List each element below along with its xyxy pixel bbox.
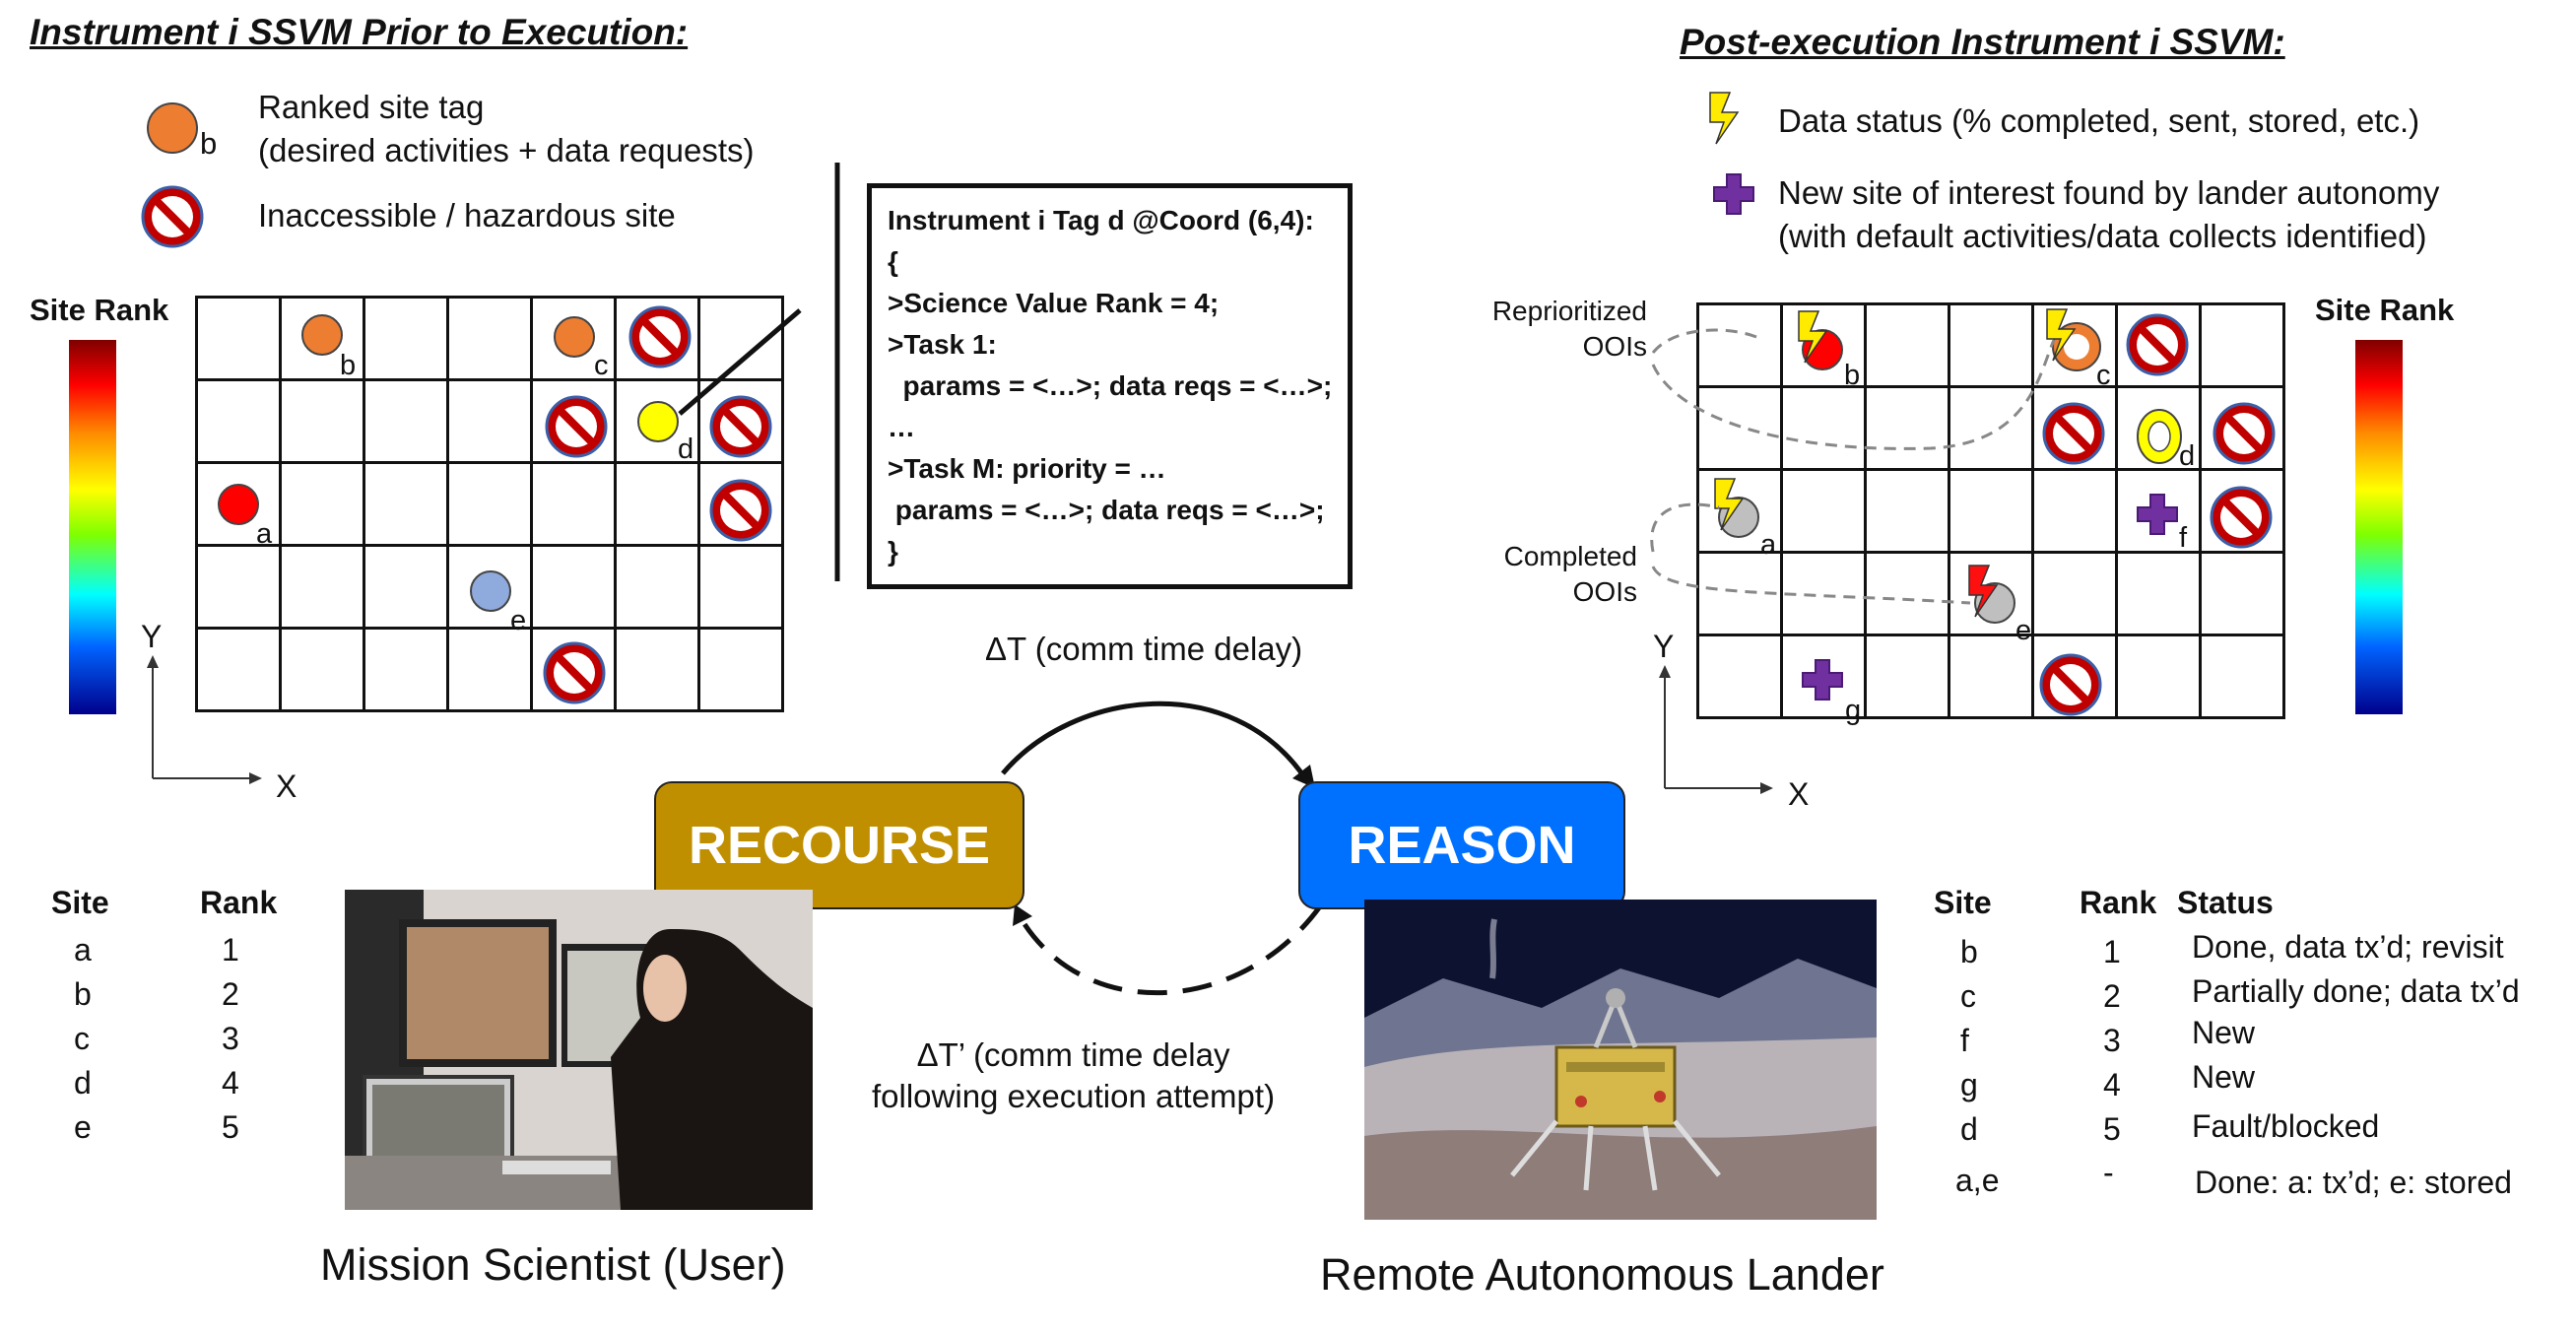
right-table-cell: d	[1960, 1111, 1978, 1147]
site-grid-left	[195, 296, 784, 712]
delay-bottom-label: ΔT’ (comm time delay following execution…	[872, 1036, 1276, 1114]
site-label-a: a	[1760, 529, 1777, 561]
right-table-cell: 4	[2103, 1067, 2121, 1102]
right-table-cell: a,e	[1955, 1163, 2000, 1198]
right-panel-title: Post-execution Instrument i SSVM:	[1680, 22, 2285, 62]
reason-box: REASON	[1298, 781, 1625, 909]
site-grid-right	[1696, 302, 2285, 719]
site-rank-label-right: Site Rank	[2315, 293, 2455, 327]
site-label-b: b	[1844, 360, 1861, 391]
right-table-header-rank: Rank	[2080, 885, 2157, 920]
callout-line	[678, 308, 802, 416]
left-table-cell: 4	[222, 1065, 239, 1101]
left-table-cell: c	[74, 1021, 90, 1056]
right-table-cell: f	[1960, 1023, 1969, 1058]
right-table-cell: b	[1960, 934, 1978, 969]
site-b-marker	[301, 314, 343, 356]
left-table-cell: 3	[222, 1021, 239, 1056]
site-rank-colorbar-left	[69, 340, 116, 714]
legend-inaccessible-label: Inaccessible / hazardous site	[258, 197, 676, 234]
legend-data-status-label: Data status (% completed, sent, stored, …	[1778, 102, 2420, 139]
legend-ranked-tag-desc: (desired activities + data requests)	[258, 132, 755, 168]
recourse-box: RECOURSE	[654, 781, 1024, 909]
code-line: }	[888, 536, 898, 567]
left-table-cell: d	[74, 1065, 92, 1101]
site-label-c: c	[2096, 360, 2111, 391]
remote-lander-image	[1364, 900, 1877, 1220]
code-line: …	[888, 412, 915, 442]
site-c-marker	[554, 316, 595, 358]
code-line: Instrument i Tag d @Coord (6,4):	[888, 205, 1314, 235]
right-table-cell: New	[2192, 1059, 2256, 1095]
site-label-e: e	[2015, 615, 2032, 646]
site-label-c: c	[594, 350, 609, 381]
left-table-header-site: Site	[51, 885, 109, 920]
code-line: params = <…>; data reqs = <…>;	[888, 370, 1333, 401]
site-a-marker	[218, 484, 259, 525]
delay-top-label: ΔT (comm time delay)	[985, 631, 1303, 667]
site-label-f: f	[2179, 522, 2188, 554]
axis-y-right: Y	[1653, 629, 1675, 664]
right-table-cell: Done, data tx’d; revisit	[2192, 929, 2504, 965]
left-table-cell: 2	[222, 976, 239, 1012]
site-label-d: d	[678, 434, 694, 465]
legend-new-site-label: New site of interest found by lander aut…	[1778, 174, 2440, 211]
completed-oois-label: Completed OOIs	[1503, 541, 1637, 607]
legend-new-site-desc: (with default activities/data collects i…	[1778, 218, 2427, 254]
left-table-cell: a	[74, 932, 92, 968]
caption-remote-lander: Remote Autonomous Lander	[1320, 1249, 1884, 1300]
right-table-cell: New	[2192, 1015, 2256, 1050]
tag-code-box: Instrument i Tag d @Coord (6,4): { >Scienc…	[867, 183, 1354, 589]
site-rank-label-left: Site Rank	[30, 293, 169, 327]
right-table-cell: Partially done; data tx’d	[2192, 973, 2520, 1009]
site-e-marker	[470, 570, 511, 612]
left-table-cell: b	[74, 976, 92, 1012]
site-label-e: e	[510, 605, 527, 636]
right-table-cell: Done: a: tx’d; e: stored	[2195, 1165, 2512, 1200]
legend-tag-letter: b	[200, 126, 218, 161]
right-table-cell: Fault/blocked	[2192, 1108, 2380, 1144]
code-line: >Task 1:	[888, 329, 997, 360]
right-table-header-status: Status	[2177, 885, 2274, 920]
right-table-cell: 5	[2103, 1111, 2121, 1147]
right-table-cell: c	[1960, 978, 1976, 1014]
site-label-g: g	[1845, 695, 1862, 726]
right-table-cell: 2	[2103, 978, 2121, 1014]
left-table-cell: 5	[222, 1109, 239, 1145]
legend-ranked-tag-label: Ranked site tag	[258, 89, 485, 125]
axis-y-left: Y	[141, 619, 163, 654]
code-line: >Task M: priority = …	[888, 453, 1166, 484]
right-table-header-site: Site	[1934, 885, 1992, 920]
left-table-cell: 1	[222, 932, 239, 968]
orange-circle-icon	[147, 102, 198, 154]
code-line: {	[888, 246, 898, 277]
axis-x-left: X	[276, 768, 297, 804]
right-table-cell: g	[1960, 1067, 1978, 1102]
left-table-cell: e	[74, 1109, 92, 1145]
caption-mission-scientist: Mission Scientist (User)	[320, 1239, 786, 1290]
axis-x-right: X	[1788, 776, 1810, 812]
site-label-b: b	[340, 350, 357, 381]
code-line: >Science Value Rank = 4;	[888, 288, 1220, 318]
left-table-header-rank: Rank	[200, 885, 278, 920]
site-label-a: a	[256, 518, 273, 550]
mission-scientist-photo	[345, 890, 813, 1210]
reprioritized-oois-label: Reprioritized OOIs	[1491, 296, 1647, 362]
site-rank-colorbar-right	[2355, 340, 2403, 714]
site-label-d: d	[2179, 440, 2196, 472]
site-d-marker	[637, 401, 679, 442]
right-table-cell: 1	[2103, 934, 2121, 969]
code-line: params = <…>; data reqs = <…>;	[888, 495, 1325, 525]
left-panel-title: Instrument i SSVM Prior to Execution:	[30, 12, 689, 52]
right-table-cell: -	[2103, 1155, 2114, 1190]
right-table-cell: 3	[2103, 1023, 2121, 1058]
